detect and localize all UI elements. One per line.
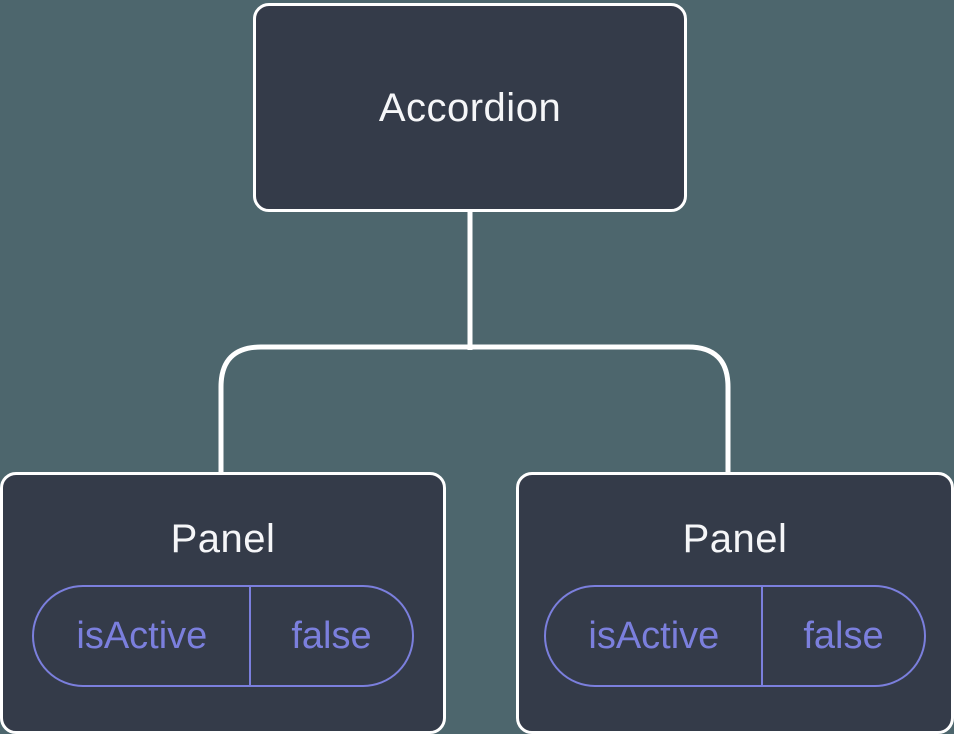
panel-node-title: Panel	[682, 517, 788, 561]
panel-node-title: Panel	[170, 517, 276, 561]
state-pill: isActive false	[544, 585, 926, 687]
state-pill: isActive false	[32, 585, 414, 687]
state-value-label: false	[803, 614, 884, 657]
accordion-node: Accordion	[253, 3, 687, 212]
accordion-node-title: Accordion	[378, 85, 562, 130]
panel-node-right: Panel isActive false	[516, 472, 954, 734]
state-key-label: isActive	[34, 587, 252, 685]
state-value-label: false	[291, 614, 372, 657]
connector-children-bracket	[218, 344, 731, 476]
state-key-label: isActive	[546, 587, 764, 685]
panel-node-left: Panel isActive false	[0, 472, 446, 734]
